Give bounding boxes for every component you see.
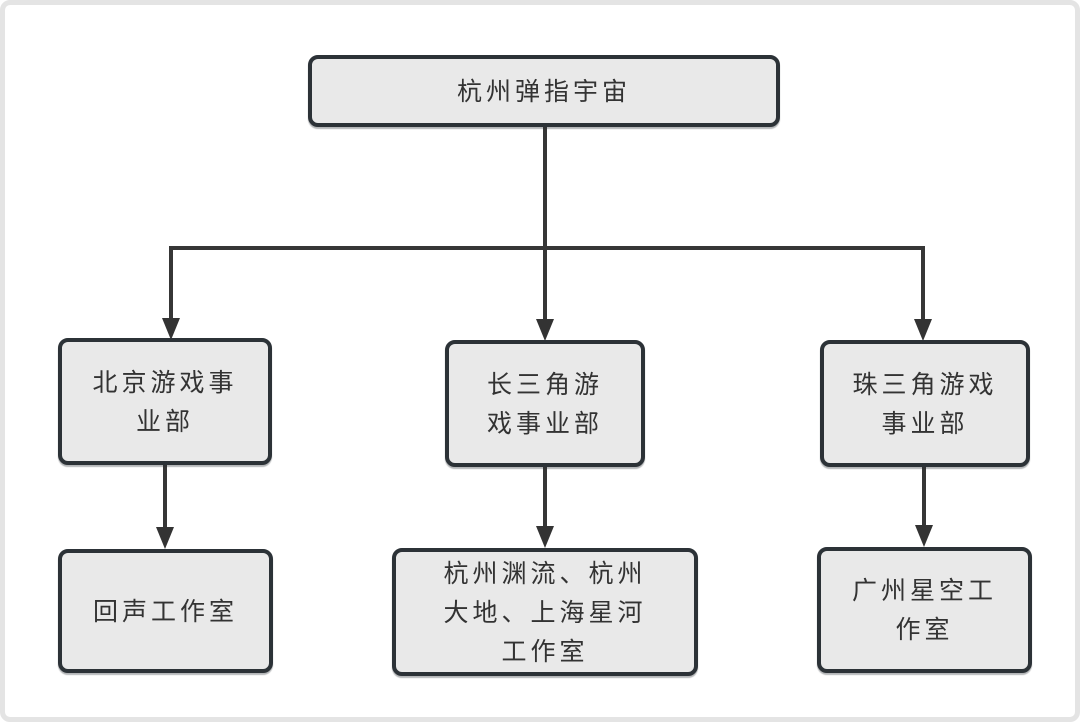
org-node-pearl-division-label: 珠三角游戏 事业部	[852, 369, 998, 438]
org-node-echo-studio: 回声工作室	[58, 549, 273, 673]
arrowhead-beijing	[162, 318, 180, 340]
org-node-yangtze-studios-label: 杭州渊流、杭州 大地、上海星河 工作室	[443, 558, 647, 666]
org-node-beijing-division-label: 北京游戏事 业部	[92, 367, 238, 436]
org-node-yangtze-division-label: 长三角游 戏事业部	[486, 369, 603, 438]
org-node-echo-studio-label: 回声工作室	[92, 596, 238, 626]
org-node-pearl-division: 珠三角游戏 事业部	[820, 340, 1030, 467]
org-node-hangzhou-tanzhi-label: 杭州弹指宇宙	[456, 76, 631, 106]
arrowhead-yangtze	[536, 319, 554, 341]
org-node-guangzhou-studio-label: 广州星空工 作室	[851, 576, 997, 644]
org-node-guangzhou-studio: 广州星空工 作室	[817, 547, 1032, 673]
org-node-beijing-division: 北京游戏事 业部	[58, 338, 272, 465]
arrowhead-pearl	[914, 319, 932, 341]
org-node-yangtze-studios: 杭州渊流、杭州 大地、上海星河 工作室	[392, 548, 698, 676]
arrowhead-echo	[156, 527, 174, 549]
arrowhead-studios	[536, 526, 554, 548]
arrowhead-guangzhou	[915, 525, 933, 547]
org-node-hangzhou-tanzhi: 杭州弹指宇宙	[308, 55, 780, 127]
org-node-yangtze-division: 长三角游 戏事业部	[445, 340, 645, 467]
